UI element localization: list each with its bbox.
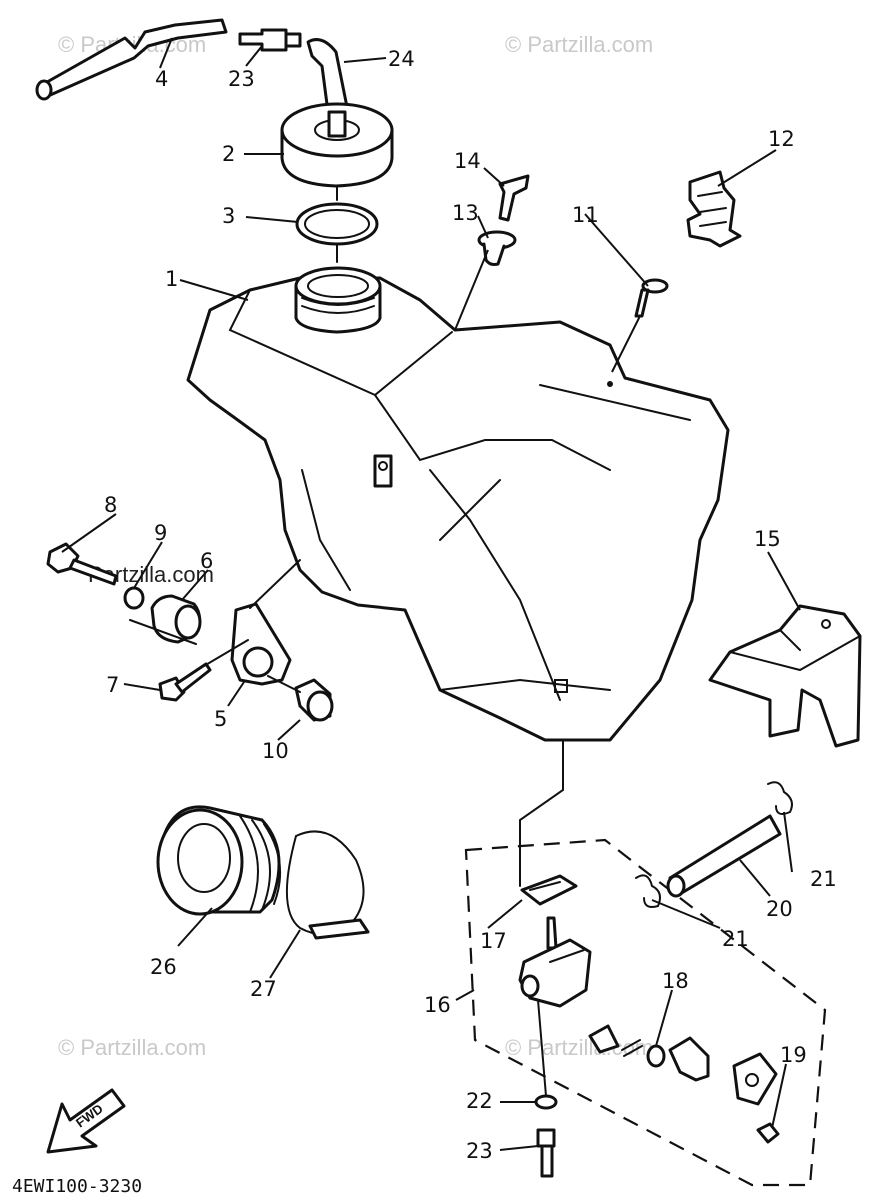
- callout-2: 2: [222, 142, 235, 166]
- callout-labels: 4 23 24 2 3 1 14 13 11 12 8 9 6 7 5 10 1…: [104, 47, 837, 1163]
- part-damper-6: [150, 594, 202, 644]
- part-pipe-20: [666, 814, 782, 898]
- callout-18: 18: [662, 969, 689, 993]
- callout-19: 19: [780, 1043, 807, 1067]
- part-band-27: [285, 830, 370, 940]
- callout-26: 26: [150, 955, 177, 979]
- callout-21-lower: 21: [722, 927, 749, 951]
- drawing-code: 4EWI100-3230: [12, 1176, 142, 1197]
- part-collar-13: [477, 230, 517, 266]
- part-clip-21-lower: [635, 874, 661, 908]
- part-clip-21-upper: [767, 781, 793, 815]
- callout-22: 22: [466, 1089, 493, 1113]
- part-bolt-7: [158, 662, 212, 702]
- callout-1: 1: [165, 267, 178, 291]
- callout-9: 9: [154, 521, 167, 545]
- part-breather-fitting: [238, 28, 302, 52]
- callout-16: 16: [424, 993, 451, 1017]
- part-cap-gasket: [295, 202, 379, 246]
- part-lever: [668, 1036, 710, 1082]
- part-bolt-11: [634, 278, 669, 318]
- callout-27: 27: [250, 977, 277, 1001]
- part-bolt-8: [46, 542, 118, 586]
- part-plate-19: [732, 1052, 778, 1106]
- callout-4: 4: [155, 67, 168, 91]
- callout-12: 12: [768, 127, 795, 151]
- part-breather-elbow: [306, 38, 350, 114]
- callout-3: 3: [222, 204, 235, 228]
- part-collar-10: [294, 678, 334, 722]
- callout-7: 7: [106, 673, 119, 697]
- part-valve-body: [588, 1024, 620, 1054]
- part-hose: [35, 18, 228, 101]
- callout-24: 23: [228, 67, 255, 91]
- callout-14: 14: [454, 149, 481, 173]
- callout-leaders: [61, 37, 801, 1151]
- callout-25: 24: [388, 47, 415, 71]
- callout-20: 20: [766, 897, 793, 921]
- part-cover-15: [708, 604, 862, 748]
- watermark-bottom-right: © Partzilla.com: [505, 1035, 653, 1060]
- callout-11: 11: [572, 203, 599, 227]
- part-bracket-5: [230, 602, 292, 686]
- watermark-bottom-left: © Partzilla.com: [58, 1035, 206, 1060]
- watermark-top-right: © Partzilla.com: [505, 32, 653, 57]
- part-fuel-cap: [280, 102, 394, 188]
- callout-6: 6: [200, 549, 213, 573]
- callout-5: 5: [214, 707, 227, 731]
- callout-13: 13: [452, 201, 479, 225]
- fuel-cock-assembly-outline: [464, 838, 827, 1187]
- callout-15: 15: [754, 527, 781, 551]
- part-oring-18: [646, 1044, 666, 1068]
- part-fuel-cock-16: [518, 916, 592, 1097]
- part-clip-12: [686, 170, 742, 248]
- part-screw-19: [756, 1122, 780, 1144]
- part-washer-9: [123, 586, 145, 610]
- part-gasket-17: [520, 874, 578, 906]
- callout-21-upper: 21: [810, 867, 837, 891]
- part-washer-22: [534, 1094, 558, 1110]
- forward-direction-arrow: FWD: [46, 1088, 126, 1154]
- callout-8: 8: [104, 493, 117, 517]
- callout-23: 23: [466, 1139, 493, 1163]
- part-boot-26: [156, 805, 282, 916]
- part-spring: [621, 1039, 643, 1057]
- callout-10: 10: [262, 739, 289, 763]
- callout-17: 17: [480, 929, 507, 953]
- part-screw-14: [498, 174, 530, 222]
- part-fuel-tank: [186, 266, 730, 742]
- part-screw-23: [536, 1128, 556, 1178]
